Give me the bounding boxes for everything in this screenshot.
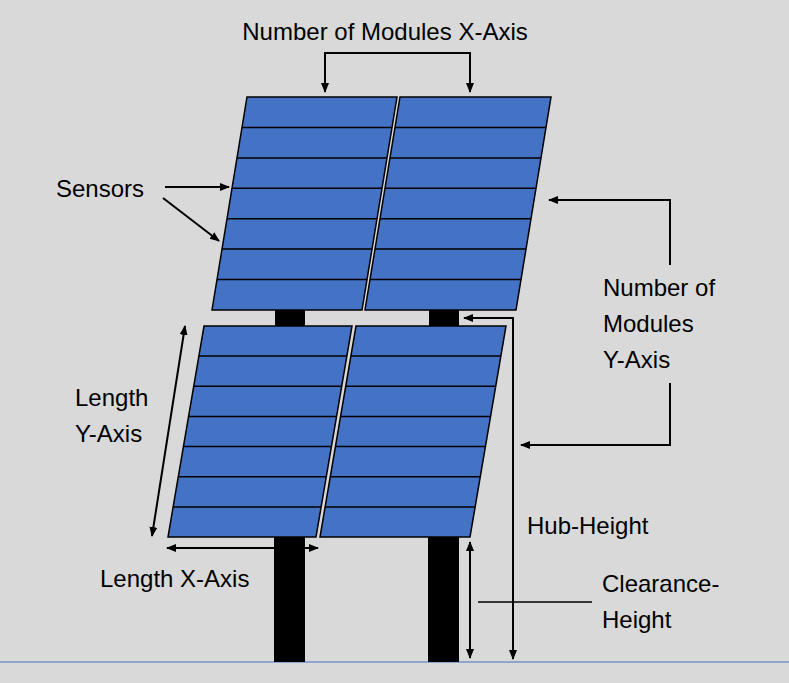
dimension-label: Length Y-Axis (75, 380, 175, 452)
ground-line (0, 662, 789, 663)
dimension-label: Number of Modules X-Axis (185, 14, 585, 50)
dimension-label: Clearance-Height (602, 566, 742, 638)
dimension-label: Number of Modules Y-Axis (603, 270, 743, 378)
dimension-label: Hub-Height (527, 508, 648, 544)
dimension-arrows (152, 53, 670, 659)
dimension-label: Sensors (56, 171, 144, 207)
dimension-label: Length X-Axis (100, 561, 249, 597)
